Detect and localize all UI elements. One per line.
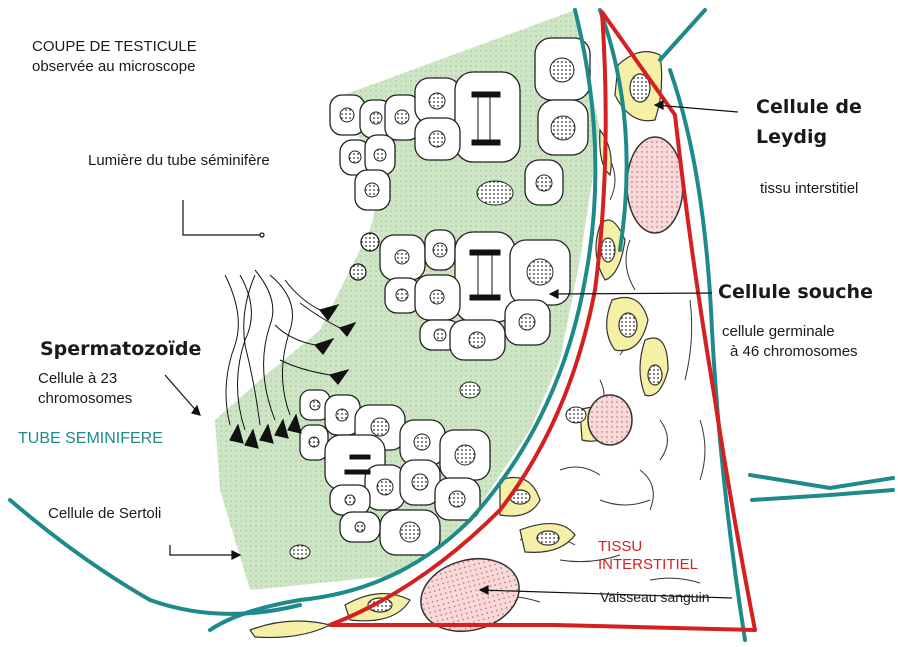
haploid-cell-label-line1: Cellule à 23 — [38, 370, 117, 388]
germinal-cell-label-line2: à 46 chromosomes — [730, 343, 858, 361]
interstitial-tissue-small-label: tissu interstitiel — [760, 180, 858, 198]
sertoli-cell-label: Cellule de Sertoli — [48, 505, 161, 523]
interstitial-tissue-label-line1: TISSU — [598, 538, 642, 556]
spermatozoon-label: Spermatozoïde — [40, 340, 201, 358]
interstitial-tissue-label-line2: INTERSTITIEL — [598, 556, 698, 574]
germinal-cell-label-line1: cellule germinale — [722, 323, 835, 341]
leydig-label-line1: Cellule de — [756, 98, 862, 116]
lumen-label: Lumière du tube séminifère — [88, 152, 270, 170]
diagram-title-line2: observée au microscope — [32, 58, 195, 76]
stem-cell-label: Cellule souche — [718, 283, 873, 301]
seminiferous-tube-label: TUBE SEMINIFERE — [18, 430, 163, 448]
blood-vessel-label: Vaisseau sanguin — [600, 588, 709, 606]
diagram-title-line1: COUPE DE TESTICULE — [32, 38, 197, 56]
leydig-label-line2: Leydig — [756, 128, 827, 146]
haploid-cell-label-line2: chromosomes — [38, 390, 132, 408]
